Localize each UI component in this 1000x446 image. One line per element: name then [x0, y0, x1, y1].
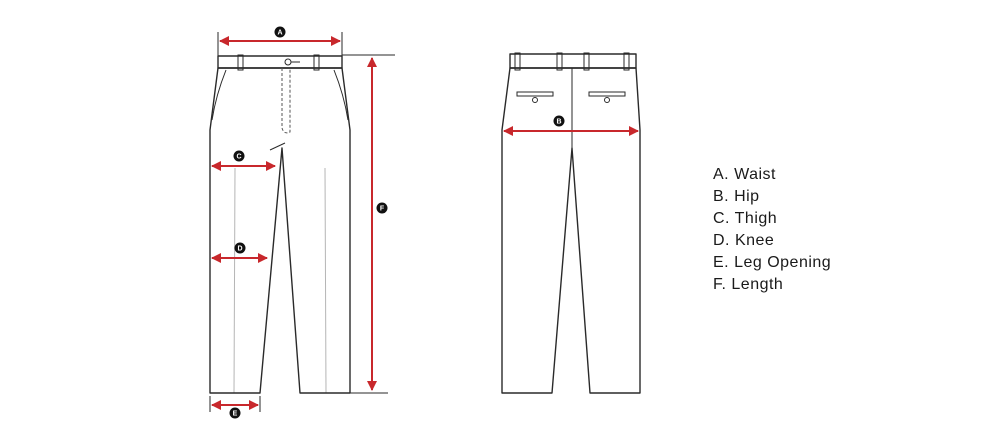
measurement-knee: D: [211, 242, 268, 263]
legend-item-leg-opening: E. Leg Opening: [713, 254, 832, 271]
badge-c: [233, 150, 245, 162]
legend-item-hip: B. Hip: [713, 188, 760, 205]
back-pocket-right: [588, 91, 626, 97]
back-pants-view: [501, 52, 641, 394]
belt-loop: [237, 54, 244, 71]
badge-f: [376, 202, 388, 214]
waist-button: [284, 58, 292, 66]
badge-c-label: C: [236, 154, 241, 161]
measurement-waist: A: [217, 26, 343, 56]
back-waistband: [509, 53, 637, 69]
front-pocket-right: [333, 69, 349, 121]
front-waistband: [217, 55, 343, 69]
badge-d-label: D: [237, 246, 242, 253]
front-pocket-left: [211, 69, 227, 121]
zip-fly: [281, 68, 291, 134]
badge-b-label: B: [556, 119, 561, 126]
belt-loop: [556, 52, 563, 71]
measurement-hip: B: [503, 115, 639, 136]
badge-b: [553, 115, 565, 127]
measurement-legend: A. Waist B. Hip C. Thigh D. Knee E. Leg …: [713, 164, 831, 296]
belt-loop: [623, 52, 630, 71]
badge-a-label: A: [277, 30, 282, 37]
badge-f-label: F: [380, 206, 385, 213]
belt-loop: [514, 52, 521, 71]
measurement-thigh: C: [211, 150, 276, 171]
belt-loop: [583, 52, 590, 71]
legend-item-length: F. Length: [713, 276, 784, 293]
front-pants-view: [209, 54, 351, 394]
badge-e-label: E: [233, 411, 238, 418]
back-pocket-left: [516, 91, 554, 97]
measurement-leg-opening: E: [209, 396, 261, 419]
belt-loop: [313, 54, 320, 71]
legend-item-thigh: C. Thigh: [713, 210, 778, 227]
badge-a: [274, 26, 286, 38]
back-pants-outline: [501, 67, 641, 394]
badge-d: [234, 242, 246, 254]
front-pants-outline: [209, 67, 351, 394]
badge-e: [229, 407, 241, 419]
legend-item-knee: D. Knee: [713, 232, 775, 249]
measurement-length: F: [342, 54, 395, 394]
legend-item-waist: A. Waist: [713, 166, 776, 183]
